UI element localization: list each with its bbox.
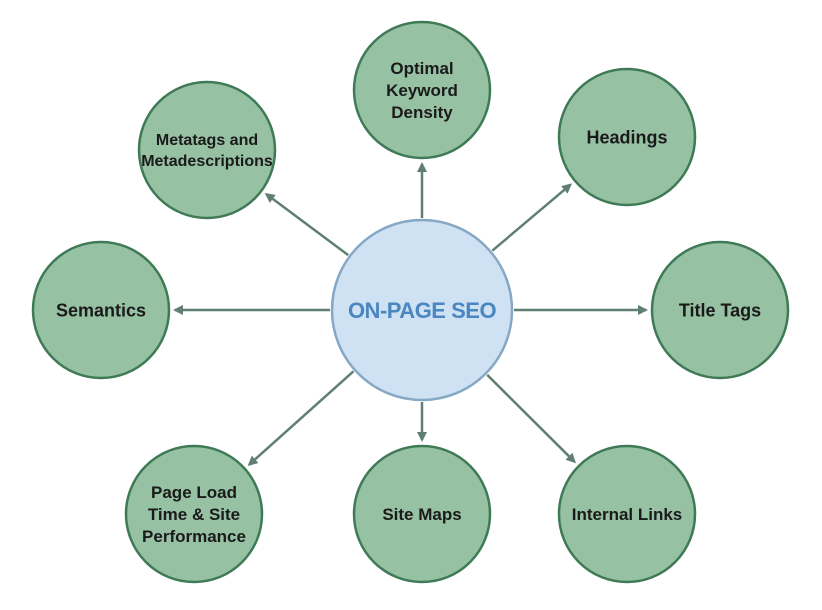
node-label-metatags-line-1: Metadescriptions xyxy=(141,153,273,170)
node-circle-page-load-time xyxy=(124,444,264,584)
node-label-optimal-keyword-density-line-1: Keyword xyxy=(386,81,458,100)
node-circle-semantics xyxy=(31,240,171,380)
node-label-headings-line-0: Headings xyxy=(586,127,667,147)
node-internal-links: Internal Links xyxy=(557,444,697,584)
node-circle-internal-links xyxy=(557,444,697,584)
node-headings: Headings xyxy=(557,67,697,207)
hub-group: ON-PAGE SEO xyxy=(330,218,514,402)
node-circle-headings xyxy=(557,67,697,207)
node-circle-site-maps xyxy=(352,444,492,584)
hub-label: ON-PAGE SEO xyxy=(348,298,497,323)
node-label-site-maps-line-0: Site Maps xyxy=(382,505,461,524)
node-label-semantics-line-0: Semantics xyxy=(56,300,146,320)
arrow-to-metatags xyxy=(264,192,349,257)
arrow-to-internal-links xyxy=(486,374,576,464)
connector-arrows xyxy=(173,162,648,466)
node-circle-title-tags xyxy=(650,240,790,380)
node-label-internal-links-line-0: Internal Links xyxy=(572,505,683,524)
node-semantics: Semantics xyxy=(31,240,171,380)
node-label-page-load-time-line-2: Performance xyxy=(142,527,246,546)
node-label-title-tags-line-0: Title Tags xyxy=(679,300,761,320)
arrow-to-headings xyxy=(491,183,572,252)
hub-circle xyxy=(330,218,514,402)
node-label-page-load-time-line-1: Time & Site xyxy=(148,505,240,524)
node-circle-optimal-keyword-density xyxy=(352,20,492,160)
arrow-to-page-load-time xyxy=(247,370,355,466)
node-site-maps: Site Maps xyxy=(352,444,492,584)
node-label-optimal-keyword-density-line-2: Density xyxy=(391,103,453,122)
node-title-tags: Title Tags xyxy=(650,240,790,380)
node-label-page-load-time-line-0: Page Load xyxy=(151,483,237,502)
node-label-metatags-line-0: Metatags and xyxy=(156,132,258,149)
node-label-optimal-keyword-density-line-0: Optimal xyxy=(390,59,453,78)
node-circle-metatags xyxy=(137,80,277,220)
